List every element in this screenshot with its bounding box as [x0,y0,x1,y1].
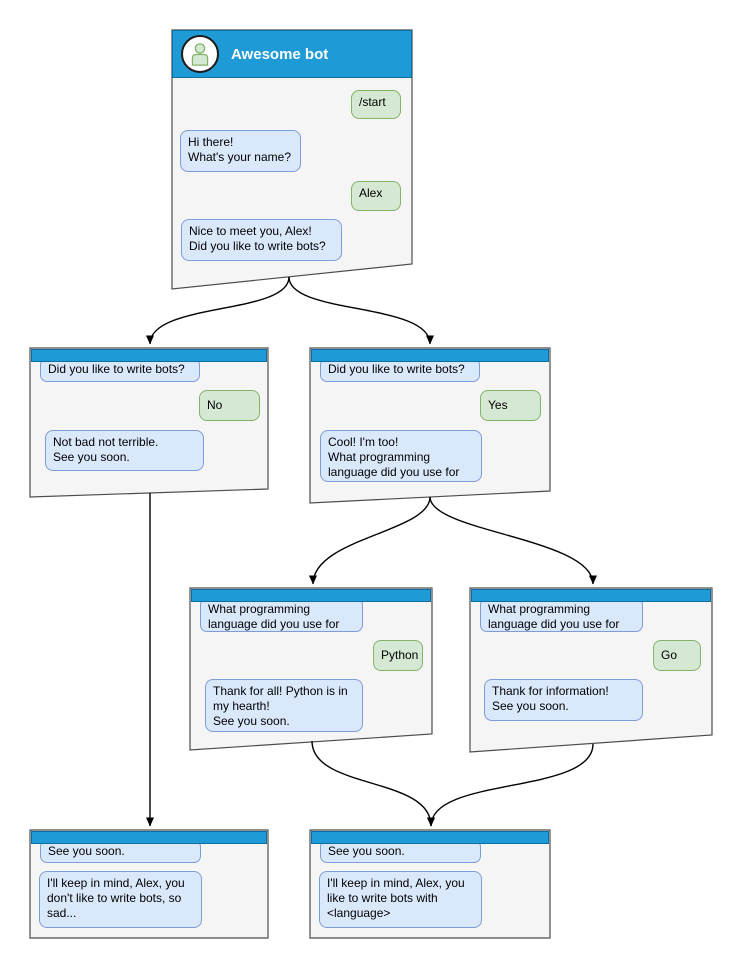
go-branch-answer: Go [653,640,701,671]
yes-branch-window-header [311,349,549,362]
go-branch-question: What programming language did you use fo… [480,598,643,632]
arrow-go-to-end [427,743,594,827]
go-branch-reply: Thank for information! See you soon. [484,679,643,721]
arrow-main-to-no [146,276,290,345]
arrow-python-to-end [311,740,435,827]
python-branch-reply: Thank for all! Python is in my hearth! S… [205,679,363,732]
python-branch-window-header [191,589,431,602]
arrow-main-to-yes [288,276,434,345]
end-no-reply: I'll keep in mind, Alex, you don't like … [39,871,202,928]
bot-avatar [181,35,219,73]
bot-message-nice: Nice to meet you, Alex! Did you like to … [181,219,342,261]
end-yes-window-header [311,831,549,844]
arrow-yes-to-python [309,496,431,585]
main-window-header: Awesome bot [172,30,412,78]
bot-message-greeting: Hi there! What's your name? [180,130,301,172]
bot-title: Awesome bot [231,45,329,63]
user-message-start: /start [351,90,401,119]
person-icon [191,43,209,66]
yes-branch-answer: Yes [480,390,541,421]
no-branch-window-header [31,349,267,362]
no-branch-reply: Not bad not terrible. See you soon. [45,430,204,471]
no-branch-answer: No [199,390,260,421]
user-message-name: Alex [351,181,401,211]
end-yes-reply: I'll keep in mind, Alex, you like to wri… [319,871,482,928]
go-branch-window-header [471,589,711,602]
python-branch-answer: Python [373,640,423,671]
yes-branch-reply: Cool! I'm too! What programming language… [320,430,482,482]
end-no-window-header [31,831,267,844]
python-branch-question: What programming language did you use fo… [200,598,363,632]
arrow-yes-to-go [429,496,597,585]
yes-branch-question: Did you like to write bots? [320,358,480,382]
